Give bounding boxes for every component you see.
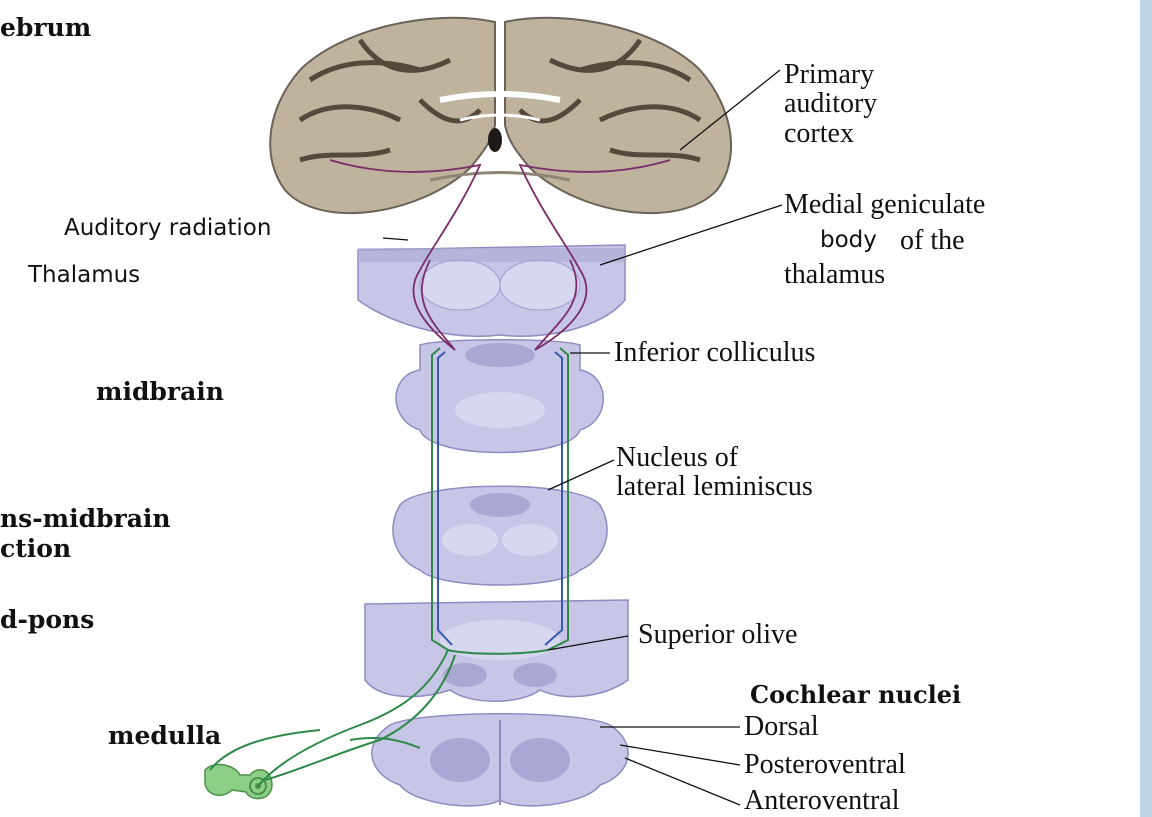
label-medulla: medulla	[108, 722, 221, 750]
label-thalamus: Thalamus	[28, 263, 140, 288]
label-posteroventral: Posteroventral	[744, 750, 906, 779]
label-auditory-radiation: Auditory radiation	[64, 216, 271, 241]
cerebrum-section	[270, 18, 731, 213]
label-medial-geniculate-line1: Medial geniculate	[784, 190, 985, 219]
label-inferior-colliculus: Inferior colliculus	[614, 338, 815, 367]
medulla-section	[372, 714, 628, 806]
label-dorsal: Dorsal	[744, 712, 819, 741]
midbrain-section	[396, 340, 603, 453]
label-primary-auditory-cortex: Primary auditory cortex	[784, 60, 877, 148]
side-accent-bar	[1140, 0, 1152, 817]
label-medial-geniculate-body: body	[820, 228, 877, 253]
label-nucleus-lateral-lemniscus: Nucleus of lateral leminiscus	[616, 443, 813, 502]
label-pons-midbrain-line2: ction	[0, 535, 71, 563]
label-medial-geniculate-of-the: of the	[900, 226, 965, 255]
label-pons-midbrain-line1: ns-midbrain	[0, 505, 171, 533]
mid-pons-section	[365, 600, 628, 701]
thalamus-section	[358, 245, 625, 336]
label-mid-pons: d-pons	[0, 606, 94, 634]
label-cochlear-nuclei: Cochlear nuclei	[750, 682, 961, 708]
label-anteroventral: Anteroventral	[744, 786, 900, 815]
label-medial-geniculate-thalamus: thalamus	[784, 260, 885, 289]
pons-midbrain-section	[393, 486, 607, 585]
label-cerebrum: ebrum	[0, 14, 91, 42]
label-superior-olive: Superior olive	[638, 620, 797, 649]
label-midbrain: midbrain	[96, 378, 224, 406]
